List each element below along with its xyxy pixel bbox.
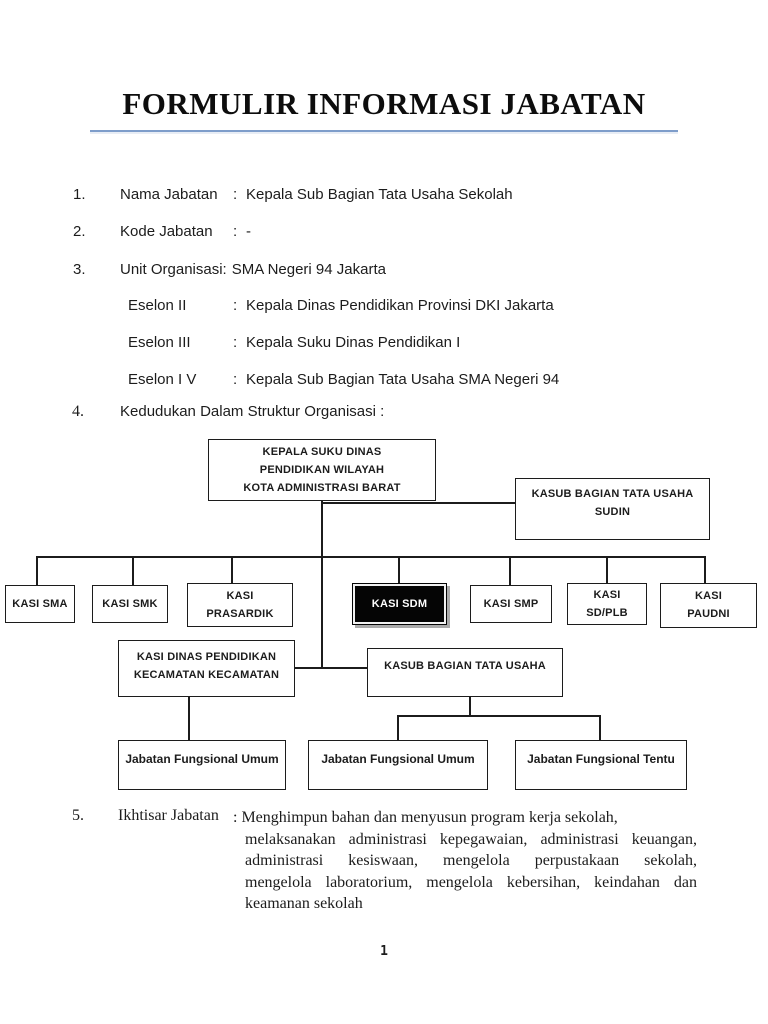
field-number: 1. [73,186,86,203]
org-box-line: PENDIDIKAN WILAYAH [259,464,385,476]
org-box-line: KECAMATAN KECAMATAN [133,669,280,681]
connector-drop-jft [599,715,601,740]
org-box-line: KASI SMP [483,598,539,610]
org-box-jabatan-fungsional-tentu: Jabatan Fungsional Tentu [515,740,687,790]
field-separator: : [233,223,238,240]
org-box-kasi-paudni: KASI PAUDNI [660,583,757,628]
connector-drop-smp [509,556,511,585]
summary-line: keamanan sekolah [245,895,363,912]
page-number: 1 [380,944,388,959]
connector-drop-sma [36,556,38,585]
org-box-line: KASI [226,590,254,602]
connector-branch-horizontal [397,715,601,717]
org-box-line: KASI SDM [371,598,428,610]
connector-drop-paudni [704,556,706,583]
org-box-kasi-sdm: KASI SDM [352,583,447,625]
org-box-line: KASI SMA [12,598,68,610]
field-label: Kode Jabatan [120,223,213,240]
field-kode-jabatan: 2. Kode Jabatan : - [0,223,768,243]
field-number: 3. [73,261,86,278]
connector-drop-jfu-left [188,697,190,740]
org-box-kasub-tata-usaha: KASUB BAGIAN TATA USAHA [367,648,563,697]
connector-drop-prasardik [231,556,233,583]
org-box-kepala-suku-dinas: KEPALA SUKU DINAS PENDIDIKAN WILAYAH KOT… [208,439,436,501]
summary-line: : Menghimpun bahan dan menyusun program … [233,809,618,826]
connector-main-vertical [321,500,323,668]
org-box-line: KASI [593,589,621,601]
org-box-line: KASI SMK [102,598,158,610]
field-value: Kepala Dinas Pendidikan Provinsi DKI Jak… [246,297,554,314]
org-box-line: PRASARDIK [206,608,274,620]
org-box-line: Jabatan Fungsional Tentu [527,752,675,766]
connector-drop-smk [132,556,134,585]
org-box-kasi-dinas-kecamatan: KASI DINAS PENDIDIKAN KECAMATAN KECAMATA… [118,640,295,697]
field-eselon-3: Eselon III : Kepala Suku Dinas Pendidika… [0,334,768,354]
connector-row-horizontal [36,556,706,558]
field-nama-jabatan: 1. Nama Jabatan : Kepala Sub Bagian Tata… [0,186,768,206]
summary-line: mengelola laboratorium, mengelola kebers… [245,873,697,891]
field-label: Eselon III [128,334,191,351]
summary-line: administrasi kesiswaan, mengelola perpus… [245,852,697,869]
field-separator: : [233,334,238,351]
field-value: - [246,223,251,240]
org-box-kasi-sma: KASI SMA [5,585,75,623]
connector-drop-sdplb [606,556,608,583]
org-box-line: PAUDNI [687,608,730,620]
field-value: Kepala Sub Bagian Tata Usaha Sekolah [246,186,513,203]
org-box-line: KOTA ADMINISTRASI BARAT [243,482,401,494]
field-label: Eselon I V [128,371,197,388]
field-label: Kedudukan Dalam Struktur Organisasi : [120,403,385,420]
connector-kasub-down [469,697,471,717]
field-label-value: Unit Organisasi:SMA Negeri 94 Jakarta [120,261,386,278]
org-box-kasi-smk: KASI SMK [92,585,168,623]
org-box-line: KASUB BAGIAN TATA USAHA [531,488,694,500]
org-box-kasi-smp: KASI SMP [470,585,552,623]
org-box-line: SD/PLB [586,607,628,619]
field-separator: : [233,371,238,388]
org-box-jabatan-fungsional-umum-left: Jabatan Fungsional Umum [118,740,286,790]
field-value: SMA Negeri 94 Jakarta [231,261,386,278]
org-box-kasub-sudin: KASUB BAGIAN TATA USAHA SUDIN [515,478,710,540]
field-number: 5. [72,807,84,824]
connector-to-kasub-sudin [321,502,515,504]
field-number: 2. [73,223,86,240]
field-value: Kepala Suku Dinas Pendidikan I [246,334,461,351]
field-label: Eselon II [128,297,187,314]
org-box-line: Jabatan Fungsional Umum [321,752,475,766]
field-number: 4. [72,403,84,420]
org-box-line: KASI DINAS PENDIDIKAN [136,651,277,663]
connector-kecamatan-kasub [295,667,367,669]
field-separator: : [233,186,238,203]
field-kedudukan: 4. Kedudukan Dalam Struktur Organisasi : [0,403,768,423]
org-box-kasi-prasardik: KASI PRASARDIK [187,583,293,627]
org-box-line: Jabatan Fungsional Umum [125,752,279,766]
title-rule [90,130,678,132]
org-box-line: KEPALA SUKU DINAS [262,446,382,458]
org-box-line: SUDIN [594,506,631,518]
field-label: Ikhtisar Jabatan [118,807,219,824]
connector-drop-sdm [398,556,400,583]
org-box-jabatan-fungsional-umum-mid: Jabatan Fungsional Umum [308,740,488,790]
page-title: FORMULIR INFORMASI JABATAN [122,86,646,121]
org-box-kasi-sdplb: KASI SD/PLB [567,583,647,625]
field-eselon-4: Eselon I V : Kepala Sub Bagian Tata Usah… [0,371,768,391]
field-unit-organisasi: 3. Unit Organisasi:SMA Negeri 94 Jakarta [0,261,768,281]
field-label: Unit Organisasi: [120,261,227,278]
field-separator: : [233,297,238,314]
field-eselon-2: Eselon II : Kepala Dinas Pendidikan Prov… [0,297,768,317]
connector-drop-jfu-mid [397,715,399,740]
org-box-line: KASI [694,590,723,602]
field-value: Kepala Sub Bagian Tata Usaha SMA Negeri … [246,371,560,388]
summary-line: melaksanakan administrasi kepegawaian, a… [245,830,697,848]
field-label: Nama Jabatan [120,186,218,203]
org-box-line: KASUB BAGIAN TATA USAHA [384,660,546,672]
